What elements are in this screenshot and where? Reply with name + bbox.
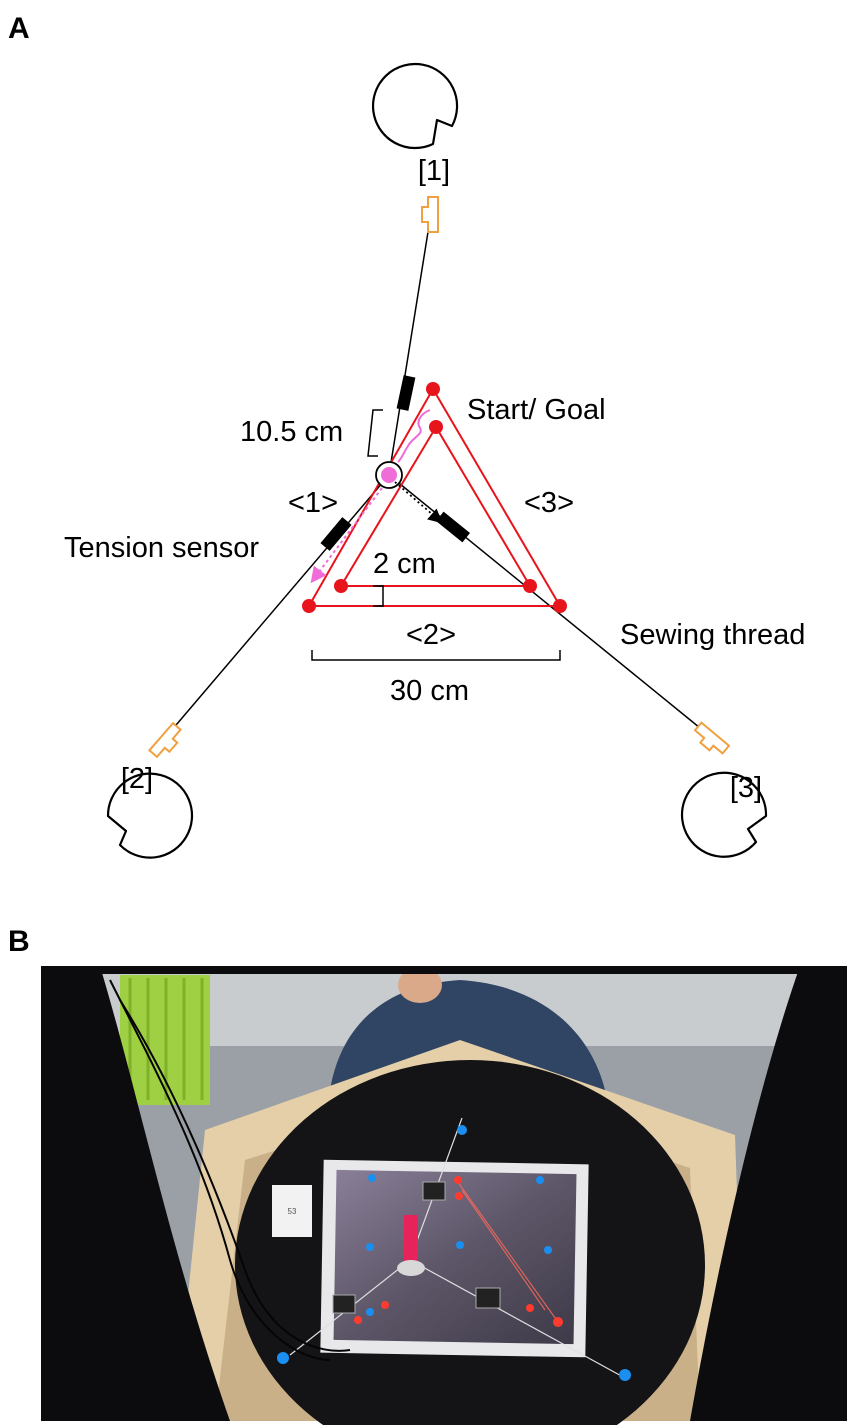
side-2-label: <2>	[406, 619, 456, 651]
start-goal-label: Start/ Goal	[467, 394, 606, 426]
triangle-track	[307, 387, 562, 607]
participant-1-label: [1]	[418, 155, 450, 187]
track-inner	[339, 425, 532, 587]
panel-b-letter: B	[8, 925, 30, 958]
tension-sensor-3	[436, 511, 470, 543]
trajectory-path	[397, 409, 431, 463]
handle-2-icon	[148, 721, 182, 759]
tension-sensor-1	[396, 375, 416, 411]
panel-a-letter: A	[8, 12, 30, 45]
tension-direction-arrow	[394, 481, 443, 524]
width-bracket	[373, 585, 384, 607]
side-3-label: <3>	[524, 487, 574, 519]
participant-3-label: [3]	[730, 772, 762, 804]
offset-length-label: 10.5 cm	[240, 416, 343, 448]
thread-2	[164, 474, 390, 739]
panel-a: A [1] [2] [3]	[8, 12, 805, 859]
offset-bracket	[367, 409, 383, 457]
track-vertices	[302, 382, 567, 613]
movement-arrow	[310, 487, 383, 584]
sewing-thread-label: Sewing thread	[620, 619, 805, 651]
photo-card-label: 53	[288, 1207, 297, 1216]
experiment-photo: 53	[41, 966, 847, 1425]
thread-1	[388, 231, 429, 476]
side-1-label: <1>	[288, 487, 338, 519]
participant-2-label: [2]	[121, 763, 153, 795]
participant-1-head-icon	[371, 62, 459, 150]
tension-sensor-2	[320, 517, 352, 551]
ring-marker-center	[381, 467, 397, 483]
base-bracket	[311, 650, 561, 661]
participant-2-head-icon	[106, 772, 194, 859]
track-outer	[307, 387, 562, 607]
handle-1-icon	[421, 196, 439, 233]
tension-sensor-label: Tension sensor	[64, 532, 259, 564]
track-width-label: 2 cm	[373, 548, 436, 580]
handle-3-icon	[693, 721, 731, 755]
base-length-label: 30 cm	[390, 675, 469, 707]
participant-3-head-icon	[680, 771, 768, 858]
panel-b: B	[8, 925, 847, 1425]
